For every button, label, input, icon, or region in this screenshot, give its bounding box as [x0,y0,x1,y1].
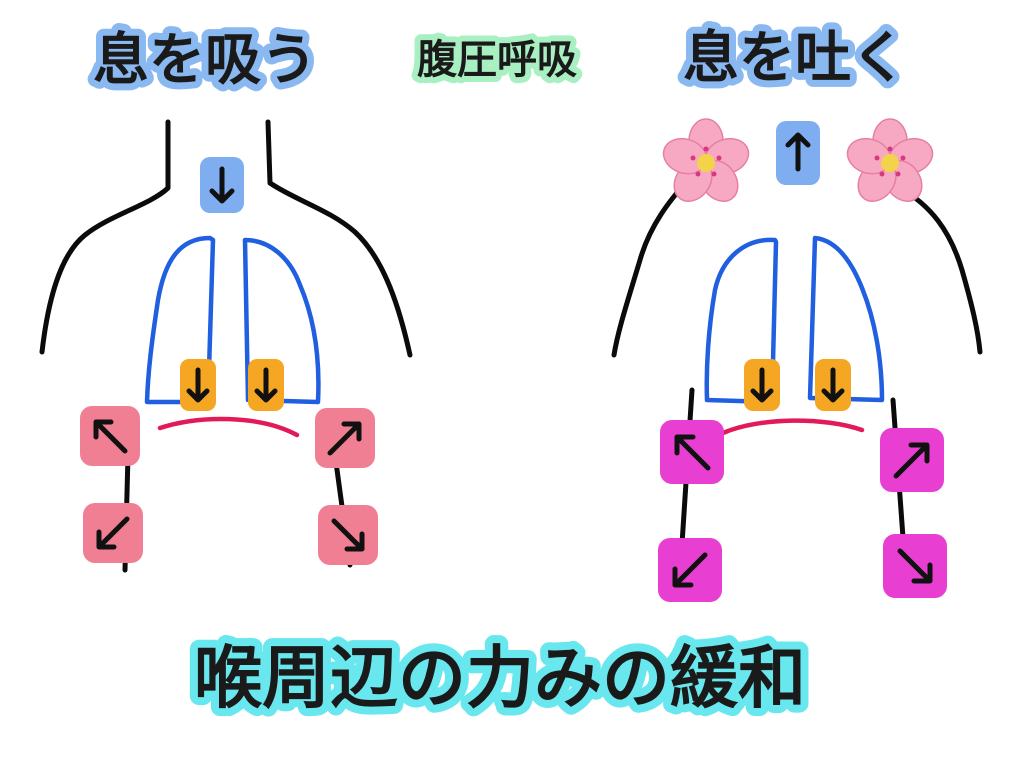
diaphragm-down-arrow-1 [744,359,780,411]
exhale-figure [611,118,983,602]
breath-out-arrow [776,121,820,185]
diaphragm-curve [157,416,300,438]
diaphragm-down-arrow-2 [815,359,851,411]
rib-expand-arrow-lower-right [883,534,947,598]
rib-expand-arrow-upper-right [315,408,375,468]
lungs [144,235,321,405]
rib-expand-arrow-lower-left [83,503,143,563]
inhale-figure [39,119,413,573]
rib-expand-arrow-upper-left [80,406,140,466]
diaphragm-down-arrow-1 [180,359,216,411]
rib-expand-arrow-upper-right [880,428,944,492]
breath-in-arrow [200,157,244,213]
inhale-title: 息を吸う [93,28,317,93]
cherry-blossom-icon [842,118,938,210]
diaphragm-down-arrow-2 [248,359,284,411]
rib-expand-arrow-lower-left [658,538,722,602]
lungs [704,235,885,405]
rib-expand-arrow-lower-right [318,505,378,565]
rib-expand-arrow-upper-left [660,420,724,484]
diaphragm-curve [720,418,865,436]
body-outline [611,177,983,578]
method-title: 腹圧呼吸 [417,37,577,83]
footer-title: 喉周辺の力みの緩和 [194,640,806,719]
exhale-title: 息を吐く [683,26,907,91]
